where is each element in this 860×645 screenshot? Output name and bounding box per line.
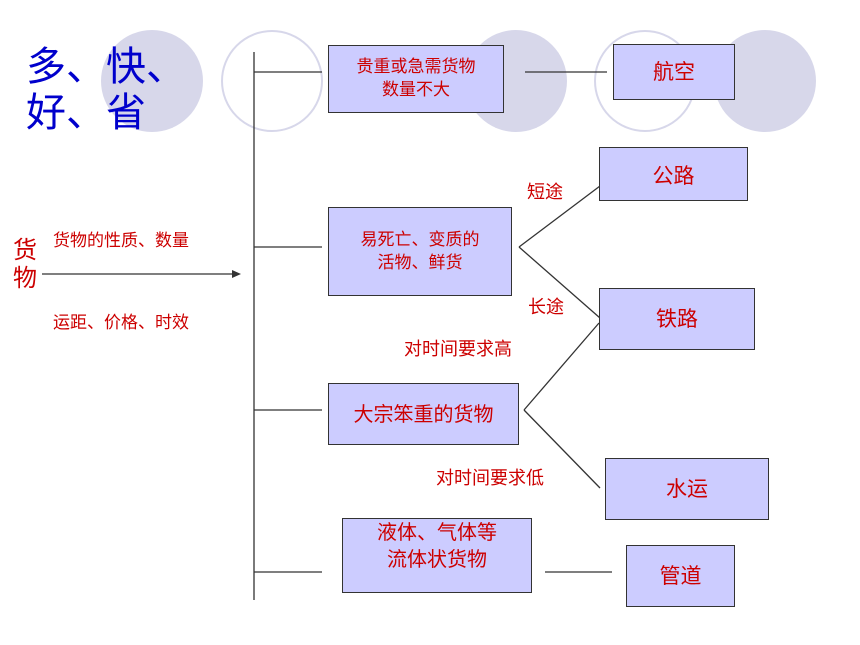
category-box-fluid: 液体、气体等 流体状货物 [342,518,532,593]
edge-label-time-sensitive: 对时间要求高 [404,339,512,360]
factor-distance-price-time: 运距、价格、时效 [53,313,189,333]
mode-box-air: 航空 [613,44,735,100]
page-title: 多、快、 好、省 [26,44,186,136]
mode-box-rail: 铁路 [599,288,755,350]
bulky-to-rail-line [523,322,600,411]
decor-circle [101,30,203,132]
mode-box-road: 公路 [599,147,748,201]
decor-circle [221,30,323,132]
mode-box-water: 水运 [605,458,769,520]
factor-nature-quantity: 货物的性质、数量 [53,231,189,251]
category-box-bulky: 大宗笨重的货物 [328,383,519,445]
edge-label-short-distance: 短途 [527,182,563,203]
goods-arrowhead [232,270,241,278]
edge-label-long-distance: 长途 [528,297,564,318]
goods-label: 货 物 [13,236,37,292]
perishable-to-rail-line [518,246,601,319]
perishable-to-road-line [518,185,601,248]
category-box-valuable: 贵重或急需货物 数量不大 [328,45,504,113]
bulky-to-water-line [523,409,601,489]
category-box-perishable: 易死亡、变质的 活物、鲜货 [328,207,512,296]
mode-box-pipeline: 管道 [626,545,735,607]
edge-label-time-insensitive: 对时间要求低 [436,468,544,489]
